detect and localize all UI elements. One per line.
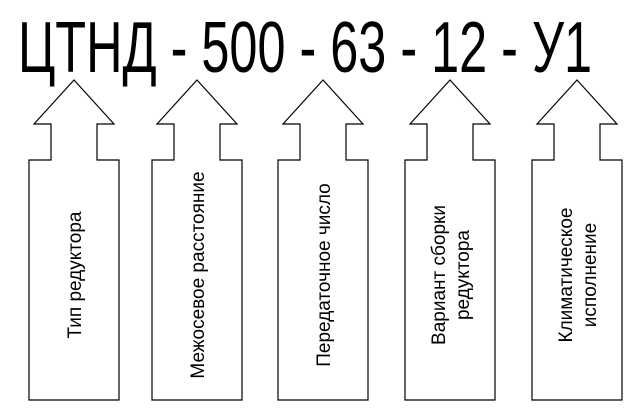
arrow-shape (531, 79, 623, 401)
designation-code: ЦТНД - 500 - 63 - 12 - У1 (18, 8, 592, 88)
arrow-gear-ratio: Передаточное число (277, 79, 369, 401)
arrow-label: Передаточное число (314, 183, 335, 367)
arrow-shape (404, 79, 496, 401)
arrow-shape (28, 79, 120, 401)
arrow-label: Вариант сборки (429, 205, 450, 345)
arrow-label: исполнение (580, 223, 601, 327)
arrow-reducer-type: Тип редуктора (28, 79, 120, 401)
arrow-shape (151, 79, 243, 401)
arrow-label: Климатическое (556, 208, 577, 343)
arrow-label: Межосевое расстояние (188, 171, 209, 378)
arrow-center-distance: Межосевое расстояние (151, 79, 243, 401)
arrow-label: Тип редуктора (65, 211, 86, 338)
arrow-shape (277, 79, 369, 401)
arrow-label: редуктора (453, 230, 474, 320)
